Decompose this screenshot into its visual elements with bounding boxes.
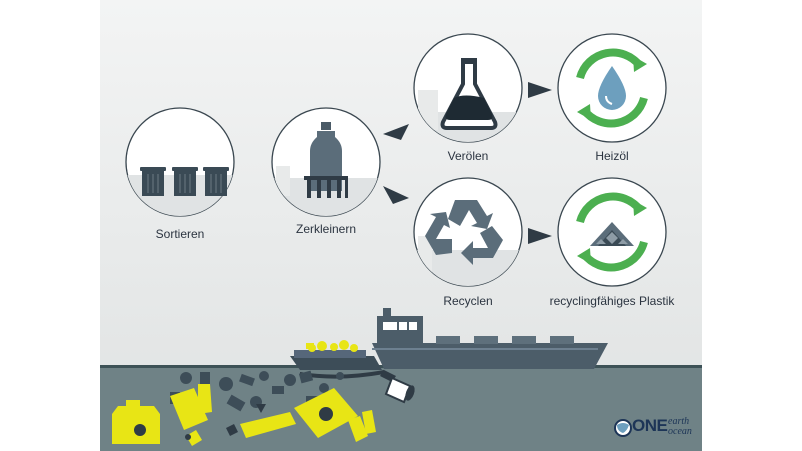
trash-cans-icon	[140, 167, 229, 196]
floating-barrel	[384, 376, 415, 404]
arrow-to-veroelen	[383, 124, 409, 140]
step-plastik-circle	[557, 177, 667, 287]
recycling-ship	[290, 308, 608, 382]
arrow-to-plastik	[528, 228, 552, 244]
step-zerkleinern-circle	[271, 107, 381, 217]
plastic-granules-icon	[590, 222, 634, 246]
step-sortieren-circle	[125, 107, 235, 217]
label-plastik: recyclingfähiges Plastik	[549, 294, 675, 308]
logo-ocean-text: ocean	[668, 426, 692, 437]
arrow-to-heizoel	[528, 82, 552, 98]
label-recyclen: Recyclen	[443, 294, 493, 308]
step-veroelen-circle	[413, 33, 523, 143]
logo-earth-text: earth	[668, 416, 690, 427]
flask-icon	[440, 58, 498, 130]
label-heizoel: Heizöl	[595, 149, 629, 163]
step-heizoel-circle	[557, 33, 667, 143]
oil-drop-icon	[598, 66, 626, 110]
bottle-shredder-icon	[304, 122, 348, 198]
green-cycle-icon	[576, 48, 648, 128]
underwater-debris	[112, 370, 376, 446]
label-sortieren: Sortieren	[155, 227, 205, 241]
label-zerkleinern: Zerkleinern	[295, 222, 357, 236]
logo-one-text: ONE	[632, 416, 668, 435]
one-earth-ocean-logo-globe	[614, 419, 632, 437]
green-cycle-icon	[576, 192, 648, 272]
label-veroelen: Verölen	[447, 149, 489, 163]
arrow-to-recyclen	[383, 186, 409, 204]
recycle-icon	[425, 200, 503, 265]
